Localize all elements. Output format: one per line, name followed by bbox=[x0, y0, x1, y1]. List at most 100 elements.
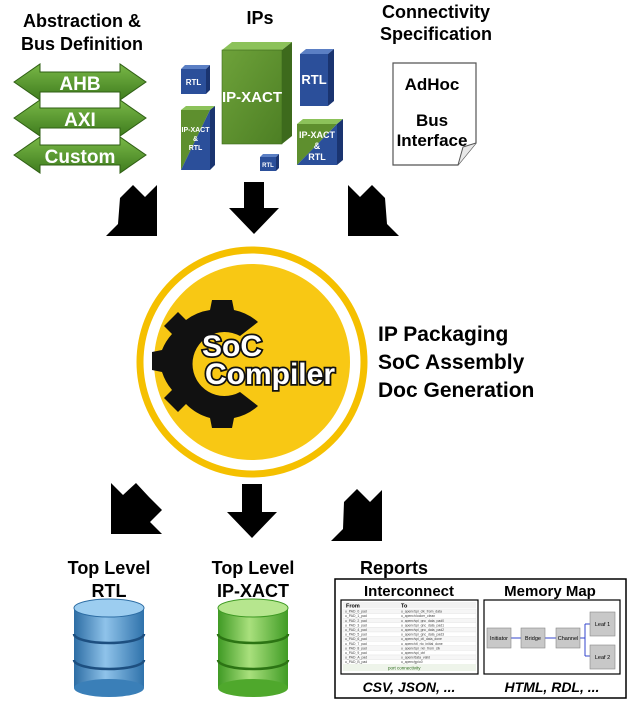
memory-node-bridge-label: Bridge bbox=[525, 636, 541, 642]
feature-soc-assembly: SoC Assembly bbox=[378, 351, 525, 374]
memory-node-leaf2-label: Leaf 2 bbox=[595, 655, 610, 661]
table-cell-to: u_apenr/spi_gnc_data_pad1 bbox=[401, 623, 444, 627]
table-cell-from: u_PAD_2_pad bbox=[345, 619, 367, 623]
arrow-to-ipxact bbox=[227, 484, 277, 538]
compiler-features: IP Packaging SoC Assembly Doc Generation bbox=[378, 323, 534, 402]
mixed-block-right: IP-XACT & RTL bbox=[297, 119, 343, 165]
rtl-label-small-left: RTL bbox=[186, 78, 202, 87]
table-cell-to: u_apenr/spi_gnc_data_pad0 bbox=[401, 619, 444, 623]
arrow-from-connectivity bbox=[348, 185, 399, 236]
connectivity-title-line1: Connectivity bbox=[382, 2, 490, 22]
feature-doc-generation: Doc Generation bbox=[378, 379, 534, 402]
ips-section: IPs IP-XACT RTL RTL IP-XAC bbox=[181, 8, 343, 171]
memory-node-channel: Channel bbox=[555, 627, 581, 649]
connectivity-section: Connectivity Specification AdHoc Bus Int… bbox=[380, 2, 492, 166]
interconnect-footer: CSV, JSON, ... bbox=[363, 679, 456, 695]
table-row: u_PAD_9_pad u_apenr/spi_ctrl bbox=[342, 650, 477, 656]
mixed-left-line1: IP-XACT bbox=[182, 127, 211, 134]
rtl-output-line1: Top Level bbox=[68, 558, 151, 578]
memory-node-bridge: Bridge bbox=[520, 627, 546, 649]
output-rtl: Top Level RTL bbox=[68, 558, 151, 697]
arrow-from-ips bbox=[229, 182, 279, 234]
output-ipxact: Top Level IP-XACT bbox=[212, 558, 295, 697]
mixed-left-line2: & bbox=[193, 136, 198, 143]
table-cell-to: u_apenr/spi_gnc_data_pad3 bbox=[401, 633, 444, 637]
bus-custom: Custom bbox=[13, 136, 147, 174]
table-cell-to: u_apenr/spi_ctrl bbox=[401, 651, 425, 655]
bus-axi: AXI bbox=[13, 99, 147, 137]
ipxact-output-line2: IP-XACT bbox=[217, 581, 289, 601]
table-cell-from: u_PAD_3_pad bbox=[345, 623, 367, 627]
table-row: u_PAD_3_pad u_apenr/spi_gnc_data_pad1 bbox=[342, 622, 477, 628]
gear-icon bbox=[152, 300, 258, 428]
doc-line-bus: Bus bbox=[416, 111, 448, 130]
database-icon-blue bbox=[72, 598, 146, 697]
table-cell-from: u_PAD_8_pad bbox=[345, 646, 367, 650]
table-cell-from: u_PAD_A_pad bbox=[345, 656, 367, 660]
input-arrows bbox=[106, 182, 399, 236]
memory-node-initiator: Initiator bbox=[486, 627, 512, 649]
rtl-output-line2: RTL bbox=[92, 581, 127, 601]
table-row: u_PAD_8_pad u_apenr/spi_rxn_from_clk bbox=[342, 645, 477, 651]
table-cell-from: u_PAD_7_pad bbox=[345, 642, 367, 646]
table-cell-from: u_PAD_1_pad bbox=[345, 614, 367, 618]
table-row: u_PAD_4_pad u_apenr/spi_gnc_data_pad2 bbox=[342, 627, 477, 633]
ips-title: IPs bbox=[246, 8, 273, 28]
table-row: u_PAD_2_pad u_apenr/spi_gnc_data_pad0 bbox=[342, 618, 477, 623]
table-cell-to: u_apenr/spi_gnc_data_pad2 bbox=[401, 628, 444, 632]
connectivity-document-icon: AdHoc Bus Interface bbox=[392, 62, 477, 166]
table-cell-to: u_apenr/data_valid bbox=[401, 656, 430, 660]
bus-ahb-label: AHB bbox=[59, 74, 100, 95]
table-row: u_PAD_1_pad u_apenr/clocker_clean bbox=[342, 613, 477, 619]
feature-ip-packaging: IP Packaging bbox=[378, 323, 508, 346]
memory-node-leaf1-label: Leaf 1 bbox=[595, 622, 610, 628]
mixed-left-line3: RTL bbox=[189, 145, 203, 152]
rtl-block-small-bottom: RTL bbox=[260, 154, 279, 171]
interconnect-title: Interconnect bbox=[364, 583, 454, 600]
memory-map-graph: Initiator Bridge Channel Leaf 1 Leaf 2 bbox=[486, 611, 616, 670]
bus-axi-label: AXI bbox=[64, 110, 96, 131]
table-cell-from: u_PAD_0_pad bbox=[345, 610, 367, 614]
ipxact-output-line1: Top Level bbox=[212, 558, 295, 578]
mixed-right-line3: RTL bbox=[308, 152, 326, 162]
table-cell-from: u_PAD_9_pad bbox=[345, 651, 367, 655]
arrow-to-reports bbox=[331, 489, 382, 541]
compiler-logo-line1: SoC bbox=[202, 330, 262, 363]
memory-node-initiator-label: Initiator bbox=[490, 636, 508, 642]
arrow-to-rtl bbox=[111, 483, 162, 534]
table-cell-to: u_apenr/gpio0 bbox=[401, 660, 423, 664]
memory-map-footer: HTML, RDL, ... bbox=[505, 679, 600, 695]
abstraction-section: Abstraction & Bus Definition AHB AXI Cus… bbox=[13, 11, 147, 174]
database-icon-green bbox=[216, 598, 290, 697]
table-row: u_PAD_7_pad u_apenr/ctl_rto_initial_done bbox=[342, 641, 477, 646]
output-arrows bbox=[111, 483, 382, 541]
table-row: u_PAD_5_pad u_apenr/spi_gnc_data_pad3 bbox=[342, 631, 477, 637]
mixed-right-line2: & bbox=[314, 141, 321, 151]
rtl-label-right: RTL bbox=[301, 72, 326, 87]
reports-section: Reports Interconnect From To u_PAD_0_pad… bbox=[334, 558, 627, 699]
abstraction-title-line2: Bus Definition bbox=[21, 34, 143, 54]
bus-ahb: AHB bbox=[13, 63, 147, 101]
memory-map-title: Memory Map bbox=[504, 583, 596, 600]
table-cell-to: u_apenr/ctl_rto_initial_done bbox=[401, 642, 443, 646]
interconnect-col-from: From bbox=[346, 604, 360, 610]
doc-line-interface: Interface bbox=[397, 131, 468, 150]
interconnect-tab-label: port connectivity bbox=[388, 666, 421, 671]
table-cell-to: u_apenr/spi_ctl_data_done bbox=[401, 637, 442, 641]
table-row: u_PAD_A_pad u_apenr/data_valid bbox=[342, 654, 477, 660]
table-cell-to: u_apenr/spi_rxn_from_clk bbox=[401, 646, 440, 650]
table-cell-from: u_PAD_5_pad bbox=[345, 633, 367, 637]
interconnect-col-to: To bbox=[401, 604, 408, 610]
table-cell-to: u_apenr/spi_clk_from_data bbox=[401, 610, 442, 614]
table-cell-to: u_apenr/clocker_clean bbox=[401, 614, 435, 618]
rtl-block-right: RTL bbox=[300, 49, 334, 106]
table-cell-from: u_PAD_4_pad bbox=[345, 628, 367, 632]
memory-node-leaf1: Leaf 1 bbox=[589, 611, 616, 637]
memory-node-channel-label: Channel bbox=[558, 636, 579, 642]
reports-title: Reports bbox=[360, 558, 428, 578]
connectivity-title-line2: Specification bbox=[380, 24, 492, 44]
doc-line-adhoc: AdHoc bbox=[405, 75, 460, 94]
